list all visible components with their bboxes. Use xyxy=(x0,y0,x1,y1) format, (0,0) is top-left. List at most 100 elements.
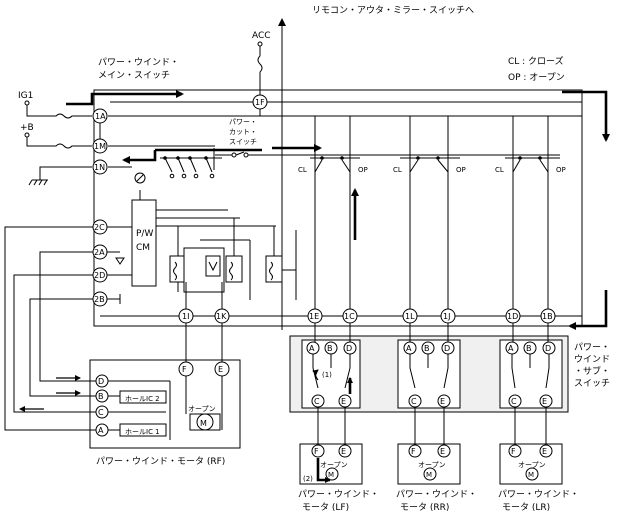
sub-switch-label-1: パワー・ xyxy=(574,342,610,353)
connector-1n: 1N xyxy=(92,159,108,175)
acc-terminal xyxy=(257,41,263,47)
pw-cm-label-1: P/W xyxy=(136,229,153,239)
svg-text:2B: 2B xyxy=(94,295,105,304)
motor-rf-open-label: オープン xyxy=(188,405,216,413)
motor-lr-label-2: モータ (LR) xyxy=(502,502,550,513)
svg-text:1F: 1F xyxy=(255,98,265,107)
driver-switch-cluster xyxy=(160,156,222,179)
pw-cm-box xyxy=(131,199,157,287)
motor-rf-pin-a: A xyxy=(95,423,109,437)
svg-text:E: E xyxy=(440,397,445,406)
svg-text:OP: OP xyxy=(556,166,566,174)
connector-1l: 1L xyxy=(402,308,418,324)
svg-text:1N: 1N xyxy=(94,163,105,172)
motor-rr: F E オープン M xyxy=(397,407,461,485)
ig1-terminal xyxy=(24,100,30,106)
svg-text:2C: 2C xyxy=(94,223,105,232)
acc-label: ACC xyxy=(252,31,271,41)
connector-1e: 1E xyxy=(307,308,323,324)
svg-text:M: M xyxy=(528,471,534,479)
svg-text:M: M xyxy=(426,471,432,479)
svg-text:B: B xyxy=(424,344,430,353)
motor-rr-label-2: モータ (RR) xyxy=(400,502,449,513)
plus-b-terminal xyxy=(24,132,30,138)
legend-open: OP : オープン xyxy=(508,72,565,83)
switch-column-lf: CL OP xyxy=(298,116,368,309)
sub-switch-lr: A B D C E xyxy=(499,339,563,409)
svg-text:D: D xyxy=(545,344,551,353)
sub-switch-lf: A B D C E (1) xyxy=(301,339,361,409)
connector-1i: 1I xyxy=(178,308,194,324)
svg-text:CL: CL xyxy=(393,166,402,174)
ig1-label: IG1 xyxy=(18,91,33,101)
legend-close: CL : クローズ xyxy=(508,55,564,67)
svg-text:1B: 1B xyxy=(542,312,553,321)
ig1-fuse-wire xyxy=(26,105,92,119)
power-cut-switch xyxy=(235,151,245,156)
svg-text:CL: CL xyxy=(495,166,504,174)
ground-triangle-icon xyxy=(115,257,125,265)
svg-text:F: F xyxy=(314,447,319,456)
acc-fuse-icon xyxy=(257,55,263,73)
svg-text:1I: 1I xyxy=(182,312,189,321)
svg-text:E: E xyxy=(341,447,346,456)
hall-ic-1-label: ホールIC 1 xyxy=(125,428,160,436)
svg-text:1E: 1E xyxy=(309,312,319,321)
svg-text:CL: CL xyxy=(298,166,307,174)
connector-1b: 1B xyxy=(540,308,556,324)
flow-arrow-ig1 xyxy=(66,90,184,106)
svg-text:(1): (1) xyxy=(322,371,332,379)
svg-text:1K: 1K xyxy=(216,312,227,321)
svg-text:1J: 1J xyxy=(443,312,450,321)
motor-lf-label-1: パワー・ウインド・ xyxy=(298,489,379,500)
flow-arrow-right-down xyxy=(562,90,610,142)
connector-2c: 2C xyxy=(92,219,108,235)
svg-text:A: A xyxy=(508,344,514,353)
svg-text:B: B xyxy=(327,344,333,353)
svg-text:A: A xyxy=(309,344,315,353)
svg-text:E: E xyxy=(440,447,445,456)
svg-text:B: B xyxy=(98,392,104,401)
motor-rf-pin-f: F xyxy=(178,361,194,377)
sub-switch-rr: A B D C E xyxy=(397,339,461,409)
sub-switch-label-3: ・サブ・ xyxy=(574,365,610,377)
svg-text:M: M xyxy=(200,419,207,428)
svg-text:(2): (2) xyxy=(303,475,313,483)
svg-text:C: C xyxy=(511,397,517,406)
svg-text:1C: 1C xyxy=(344,312,355,321)
svg-text:オープン: オープン xyxy=(418,461,446,469)
connector-2b: 2B xyxy=(92,291,108,307)
svg-text:C: C xyxy=(411,397,417,406)
svg-text:E: E xyxy=(218,365,223,374)
cutoff-switch-label-3: スイッチ xyxy=(229,138,257,146)
connector-1c: 1C xyxy=(342,308,358,324)
connector-2d: 2D xyxy=(92,267,108,283)
relay-group xyxy=(156,209,297,300)
svg-text:B: B xyxy=(526,344,532,353)
main-switch-label-2: メイン・スイッチ xyxy=(98,70,170,81)
remote-mirror-switch-label: リモコン・アウタ・ミラー・スイッチへ xyxy=(312,5,474,16)
svg-text:OP: OP xyxy=(358,166,368,174)
svg-text:1D: 1D xyxy=(507,312,518,321)
connector-1j: 1J xyxy=(440,308,456,324)
svg-text:F: F xyxy=(411,447,416,456)
svg-text:C: C xyxy=(98,408,104,417)
pw-cm-label-2: CM xyxy=(136,243,150,253)
svg-text:オープン: オープン xyxy=(320,461,348,469)
motor-lf: F E オープン M (2) xyxy=(299,407,363,485)
switch-column-lr: CL OP xyxy=(495,116,566,309)
plus-b-label: +B xyxy=(20,123,34,133)
cutoff-switch-label-2: カット・ xyxy=(229,128,257,136)
motor-rf-outline xyxy=(89,359,241,449)
svg-text:F: F xyxy=(511,447,516,456)
svg-text:1A: 1A xyxy=(95,112,106,121)
svg-text:D: D xyxy=(98,377,104,386)
switch-column-rr: CL OP xyxy=(393,116,466,309)
main-switch-label-1: パワー・ウインド・ xyxy=(98,57,179,68)
connector-1a: 1A xyxy=(92,108,108,124)
motor-lf-label-2: モータ (LF) xyxy=(302,502,349,513)
sub-switch-label-4: スイッチ xyxy=(574,378,610,389)
svg-text:1L: 1L xyxy=(405,312,415,321)
motor-lr-label-1: パワー・ウインド・ xyxy=(498,489,579,500)
